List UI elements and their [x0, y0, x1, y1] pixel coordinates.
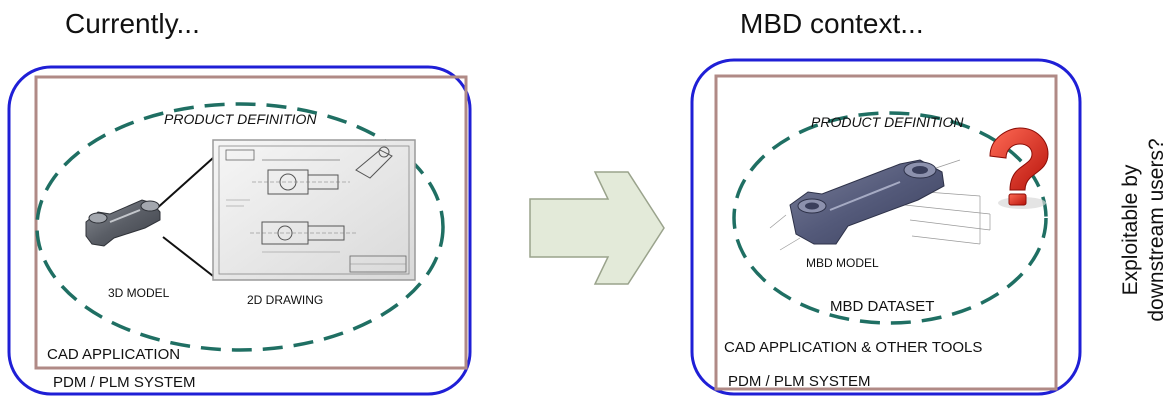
- side-note-line1: Exploitable by: [1119, 164, 1142, 296]
- right-mbd-model-caption: MBD MODEL: [806, 256, 879, 270]
- right-pdm-plm-label: PDM / PLM SYSTEM: [728, 373, 871, 390]
- right-pdm-plm-box: [690, 58, 1082, 396]
- left-cad-application-label: CAD APPLICATION: [47, 346, 181, 363]
- left-product-definition-ellipse: [35, 102, 445, 352]
- right-product-definition-ellipse: [732, 111, 1048, 325]
- right-product-definition-label: PRODUCT DEFINITION: [811, 114, 964, 130]
- left-cad-application-box: [34, 75, 468, 370]
- mbd-model-icon: [769, 159, 991, 251]
- technical-drawing-icon: [212, 139, 416, 281]
- left-product-definition-label: PRODUCT DEFINITION: [164, 111, 317, 127]
- left-heading: Currently...: [65, 8, 200, 39]
- left-pdm-plm-box: [7, 65, 472, 396]
- left-2d-drawing-caption: 2D DRAWING: [247, 293, 324, 307]
- right-cad-application-box: [714, 74, 1058, 391]
- question-mark-icon: [989, 127, 1049, 209]
- model-to-drawing-line-upper: [154, 157, 214, 211]
- side-note-line2: downstream users?: [1145, 138, 1163, 322]
- left-pdm-plm-label: PDM / PLM SYSTEM: [53, 374, 196, 391]
- right-heading: MBD context...: [740, 8, 924, 39]
- left-3d-model-caption: 3D MODEL: [108, 286, 170, 300]
- right-mbd-dataset-label: MBD DATASET: [830, 298, 935, 315]
- part-3d-model-icon: [85, 199, 161, 247]
- model-to-drawing-line-lower: [162, 236, 214, 277]
- right-arrow-icon: [529, 171, 665, 285]
- right-cad-application-label: CAD APPLICATION & OTHER TOOLS: [724, 339, 983, 356]
